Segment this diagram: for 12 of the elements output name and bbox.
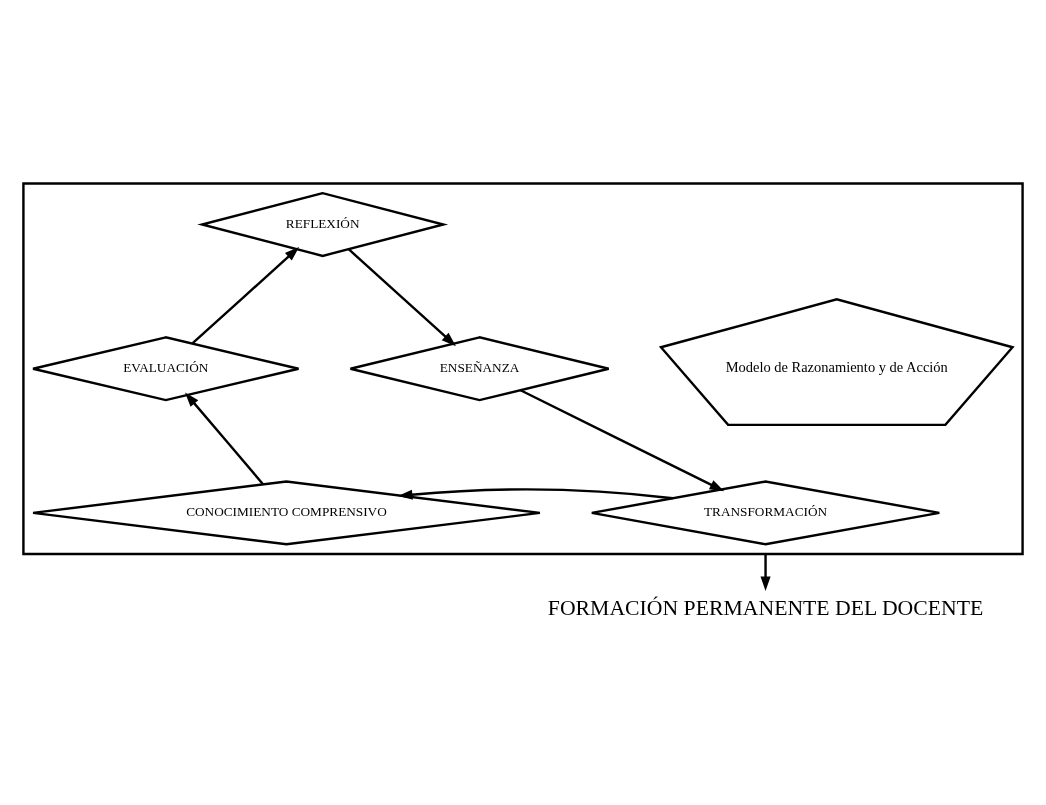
node-diamond: REFLEXIÓN xyxy=(197,191,449,258)
arrow xyxy=(760,553,771,591)
node-diamond: CONOCIMIENTO COMPRENSIVO xyxy=(31,480,542,546)
node-diamond: ENSEÑANZA xyxy=(349,336,610,402)
arrow xyxy=(191,247,300,345)
node-diamond: EVALUACIÓN xyxy=(31,336,300,402)
arrow xyxy=(520,389,725,492)
node-text: FORMACIÓN PERMANENTE DEL DOCENTE xyxy=(547,595,984,620)
cluster xyxy=(22,182,1024,556)
arrow xyxy=(185,392,264,485)
arrow xyxy=(397,488,673,500)
arrow xyxy=(348,248,456,347)
